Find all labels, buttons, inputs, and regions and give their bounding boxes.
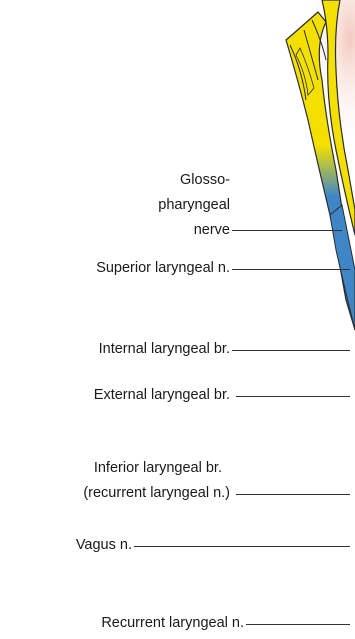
label-superior-laryngeal: Superior laryngeal n. <box>0 258 230 278</box>
label-vagus: Vagus n. <box>0 535 132 555</box>
vagus-lower <box>330 205 355 330</box>
label-external-laryngeal: External laryngeal br. <box>0 385 230 405</box>
leader-superior-laryngeal <box>232 269 350 270</box>
leader-internal-laryngeal <box>232 350 350 351</box>
label-glossopharyngeal-line2: pharyngeal <box>130 195 230 215</box>
label-inferior-laryngeal-line1: Inferior laryngeal br. <box>0 458 222 478</box>
label-recurrent-laryngeal: Recurrent laryngeal n. <box>0 613 244 633</box>
label-glossopharyngeal-line1: Glosso- <box>150 170 230 190</box>
label-inferior-laryngeal-line2: (recurrent laryngeal n.) <box>0 483 230 503</box>
label-internal-laryngeal: Internal laryngeal br. <box>0 339 230 359</box>
leader-vagus <box>134 546 350 547</box>
leader-inferior-laryngeal <box>236 494 350 495</box>
leader-recurrent-laryngeal <box>246 624 350 625</box>
leader-glossopharyngeal <box>232 230 342 231</box>
leader-external-laryngeal <box>236 396 350 397</box>
label-glossopharyngeal-line3: nerve <box>150 220 230 240</box>
